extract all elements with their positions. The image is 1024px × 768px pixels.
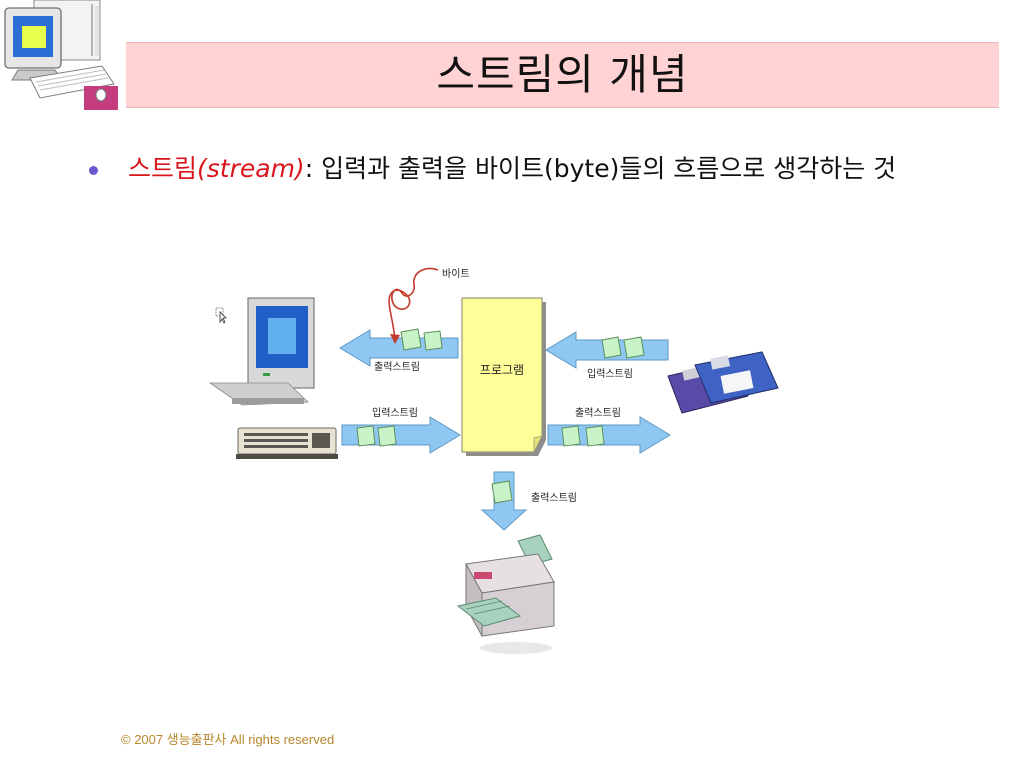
byte-packet xyxy=(491,480,513,504)
byte-packet xyxy=(585,425,605,447)
bullet-colon: : xyxy=(304,154,314,183)
byte-packet xyxy=(377,425,397,447)
computer-clipart-icon xyxy=(4,0,118,110)
byte-packet xyxy=(400,328,422,351)
left-top-stream-label: 출력스트림 xyxy=(374,361,420,373)
title-band: 스트림의 개념 xyxy=(126,42,999,108)
byte-packet xyxy=(561,425,581,447)
slide-title: 스트림의 개념 xyxy=(436,50,689,99)
stream-term: 스트림 xyxy=(128,154,198,183)
monitor-icon xyxy=(208,297,315,406)
footer-copyright: © 2007 생능출판사 All rights reserved xyxy=(121,732,335,747)
bullet-text-2: 들의 흐름으로 생각하는 것 xyxy=(619,154,897,183)
right-bottom-stream-label: 출력스트림 xyxy=(575,407,621,419)
bullet-text-1: 입력과 출력을 바이트 xyxy=(313,154,544,183)
bullet-dot xyxy=(89,166,98,175)
program-label: 프로그램 xyxy=(480,363,524,377)
stream-diagram: 프로그램 출력스트림 입력스트림 입력스트림 출력스트림 출력스트림 바이트 xyxy=(208,267,779,654)
byte-pointer-icon xyxy=(388,267,439,341)
byte-label: 바이트 xyxy=(442,268,470,280)
byte-pointer-arrowhead-icon xyxy=(390,334,400,344)
byte-packet xyxy=(423,330,443,351)
right-top-stream-label: 입력스트림 xyxy=(587,367,633,380)
byte-packet xyxy=(623,336,645,359)
floppy-disks-icon xyxy=(667,351,779,414)
printer-icon xyxy=(456,534,555,654)
byte-packet xyxy=(601,336,622,359)
stream-term-en: (stream) xyxy=(197,154,305,183)
program-document: 프로그램 xyxy=(461,297,546,456)
left-bottom-stream-label: 입력스트림 xyxy=(372,406,418,419)
cursor-icon xyxy=(215,307,227,324)
byte-term-en: (byte) xyxy=(543,154,620,183)
keyboard-icon xyxy=(236,427,338,459)
bullet-text: 스트림(stream): 입력과 출력을 바이트(byte)들의 흐름으로 생각… xyxy=(128,152,978,186)
byte-packet xyxy=(356,425,376,447)
bottom-stream-label: 출력스트림 xyxy=(531,492,577,504)
